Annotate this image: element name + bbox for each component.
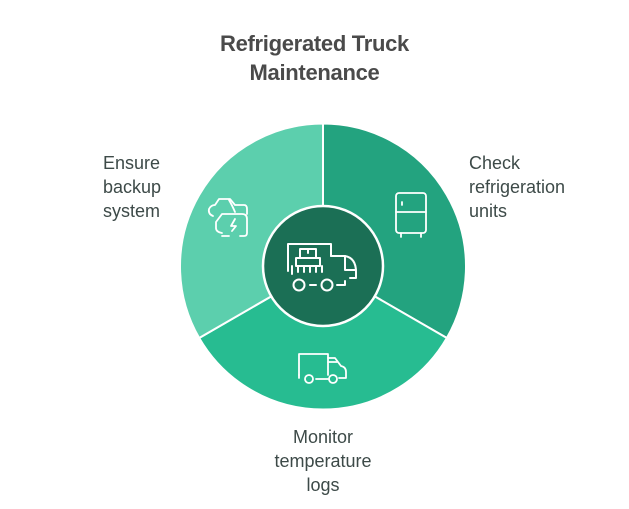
label-line: logs: [306, 475, 340, 495]
label-line: Check: [469, 153, 521, 173]
label-line: backup: [103, 177, 162, 197]
label-ensure-backup-system: Ensure backup system: [103, 151, 161, 223]
title-line-2: Maintenance: [249, 60, 380, 85]
label-line: units: [469, 201, 508, 221]
label-line: temperature: [274, 451, 372, 471]
box-truck-icon: [298, 353, 347, 384]
label-line: refrigeration: [469, 177, 566, 197]
backup-electric-vehicles-icon: [207, 198, 248, 237]
refrigerator-icon: [395, 192, 427, 238]
label-check-refrigeration-units: Check refrigeration units: [469, 151, 565, 223]
label-monitor-temperature-logs: Monitor temperature logs: [233, 425, 413, 497]
label-line: Ensure: [103, 153, 161, 173]
title-line-1: Refrigerated Truck: [219, 31, 409, 56]
delivery-truck-with-boxes-icon: [287, 243, 357, 292]
diagram-title: Refrigerated Truck Maintenance: [0, 29, 629, 87]
segment-monitor-temperature-logs: [197, 265, 449, 411]
label-line: Monitor: [292, 427, 354, 447]
label-line: system: [103, 201, 161, 221]
